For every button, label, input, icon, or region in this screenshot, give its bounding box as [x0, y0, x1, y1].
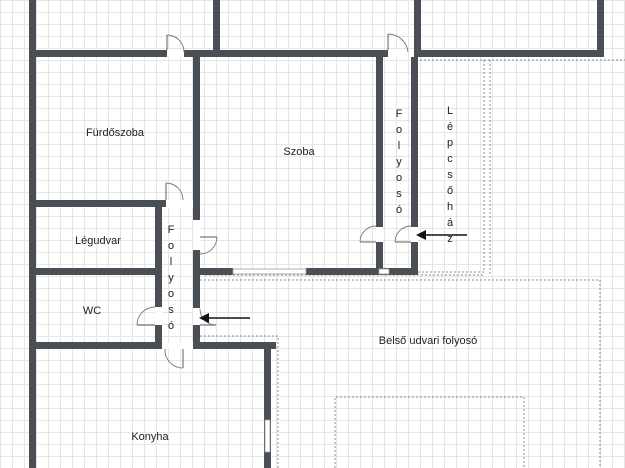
- wall: [29, 349, 36, 468]
- wall: [155, 325, 162, 349]
- door-folyoso-right: [394, 225, 418, 243]
- wall: [597, 0, 604, 57]
- wall: [29, 342, 162, 349]
- wall: [184, 50, 388, 57]
- wall: [306, 268, 376, 275]
- door-szoba-left: [193, 220, 218, 255]
- wall: [376, 242, 383, 275]
- wall: [414, 50, 604, 57]
- window: [264, 419, 271, 453]
- wall: [193, 325, 200, 343]
- wall: [376, 57, 383, 227]
- wall: [411, 242, 418, 275]
- entrance-arrow-icon: [416, 230, 467, 240]
- entrance-arrow-icon: [199, 313, 250, 323]
- room-label-belso-udvari-folyoso: Belső udvari folyosó: [378, 335, 478, 347]
- door-top-right: [387, 33, 409, 57]
- door-top: [166, 34, 185, 57]
- wall: [29, 268, 162, 275]
- window: [232, 268, 307, 275]
- wall: [264, 342, 271, 468]
- room-label-wc: WC: [82, 305, 102, 317]
- wall: [29, 57, 36, 207]
- window: [378, 268, 390, 275]
- wall: [193, 57, 200, 207]
- door-furdoszoba: [165, 182, 193, 207]
- room-label-furdoszoba: Fürdőszoba: [85, 127, 145, 139]
- courtyard-opening-outline: [334, 396, 525, 468]
- wall: [29, 200, 166, 207]
- wall: [411, 57, 418, 227]
- wall: [155, 207, 162, 307]
- room-label-konyha: Konyha: [131, 431, 169, 443]
- door-wc: [136, 306, 162, 326]
- wall: [29, 50, 167, 57]
- wall: [29, 207, 36, 349]
- wall: [376, 268, 418, 275]
- wall: [414, 0, 421, 57]
- room-label-szoba: Szoba: [283, 146, 315, 158]
- wall: [193, 278, 200, 308]
- wall: [213, 0, 220, 57]
- door-konyha: [162, 342, 193, 369]
- wall: [193, 250, 200, 278]
- wall: [193, 342, 276, 349]
- room-label-legudvar: Légudvar: [75, 235, 121, 247]
- wall: [29, 0, 36, 57]
- courtyard-outline: [200, 279, 601, 468]
- door-szoba-right: [359, 225, 383, 243]
- wall: [193, 268, 233, 275]
- courtyard-left-dashed: [200, 335, 279, 468]
- wall: [193, 200, 200, 220]
